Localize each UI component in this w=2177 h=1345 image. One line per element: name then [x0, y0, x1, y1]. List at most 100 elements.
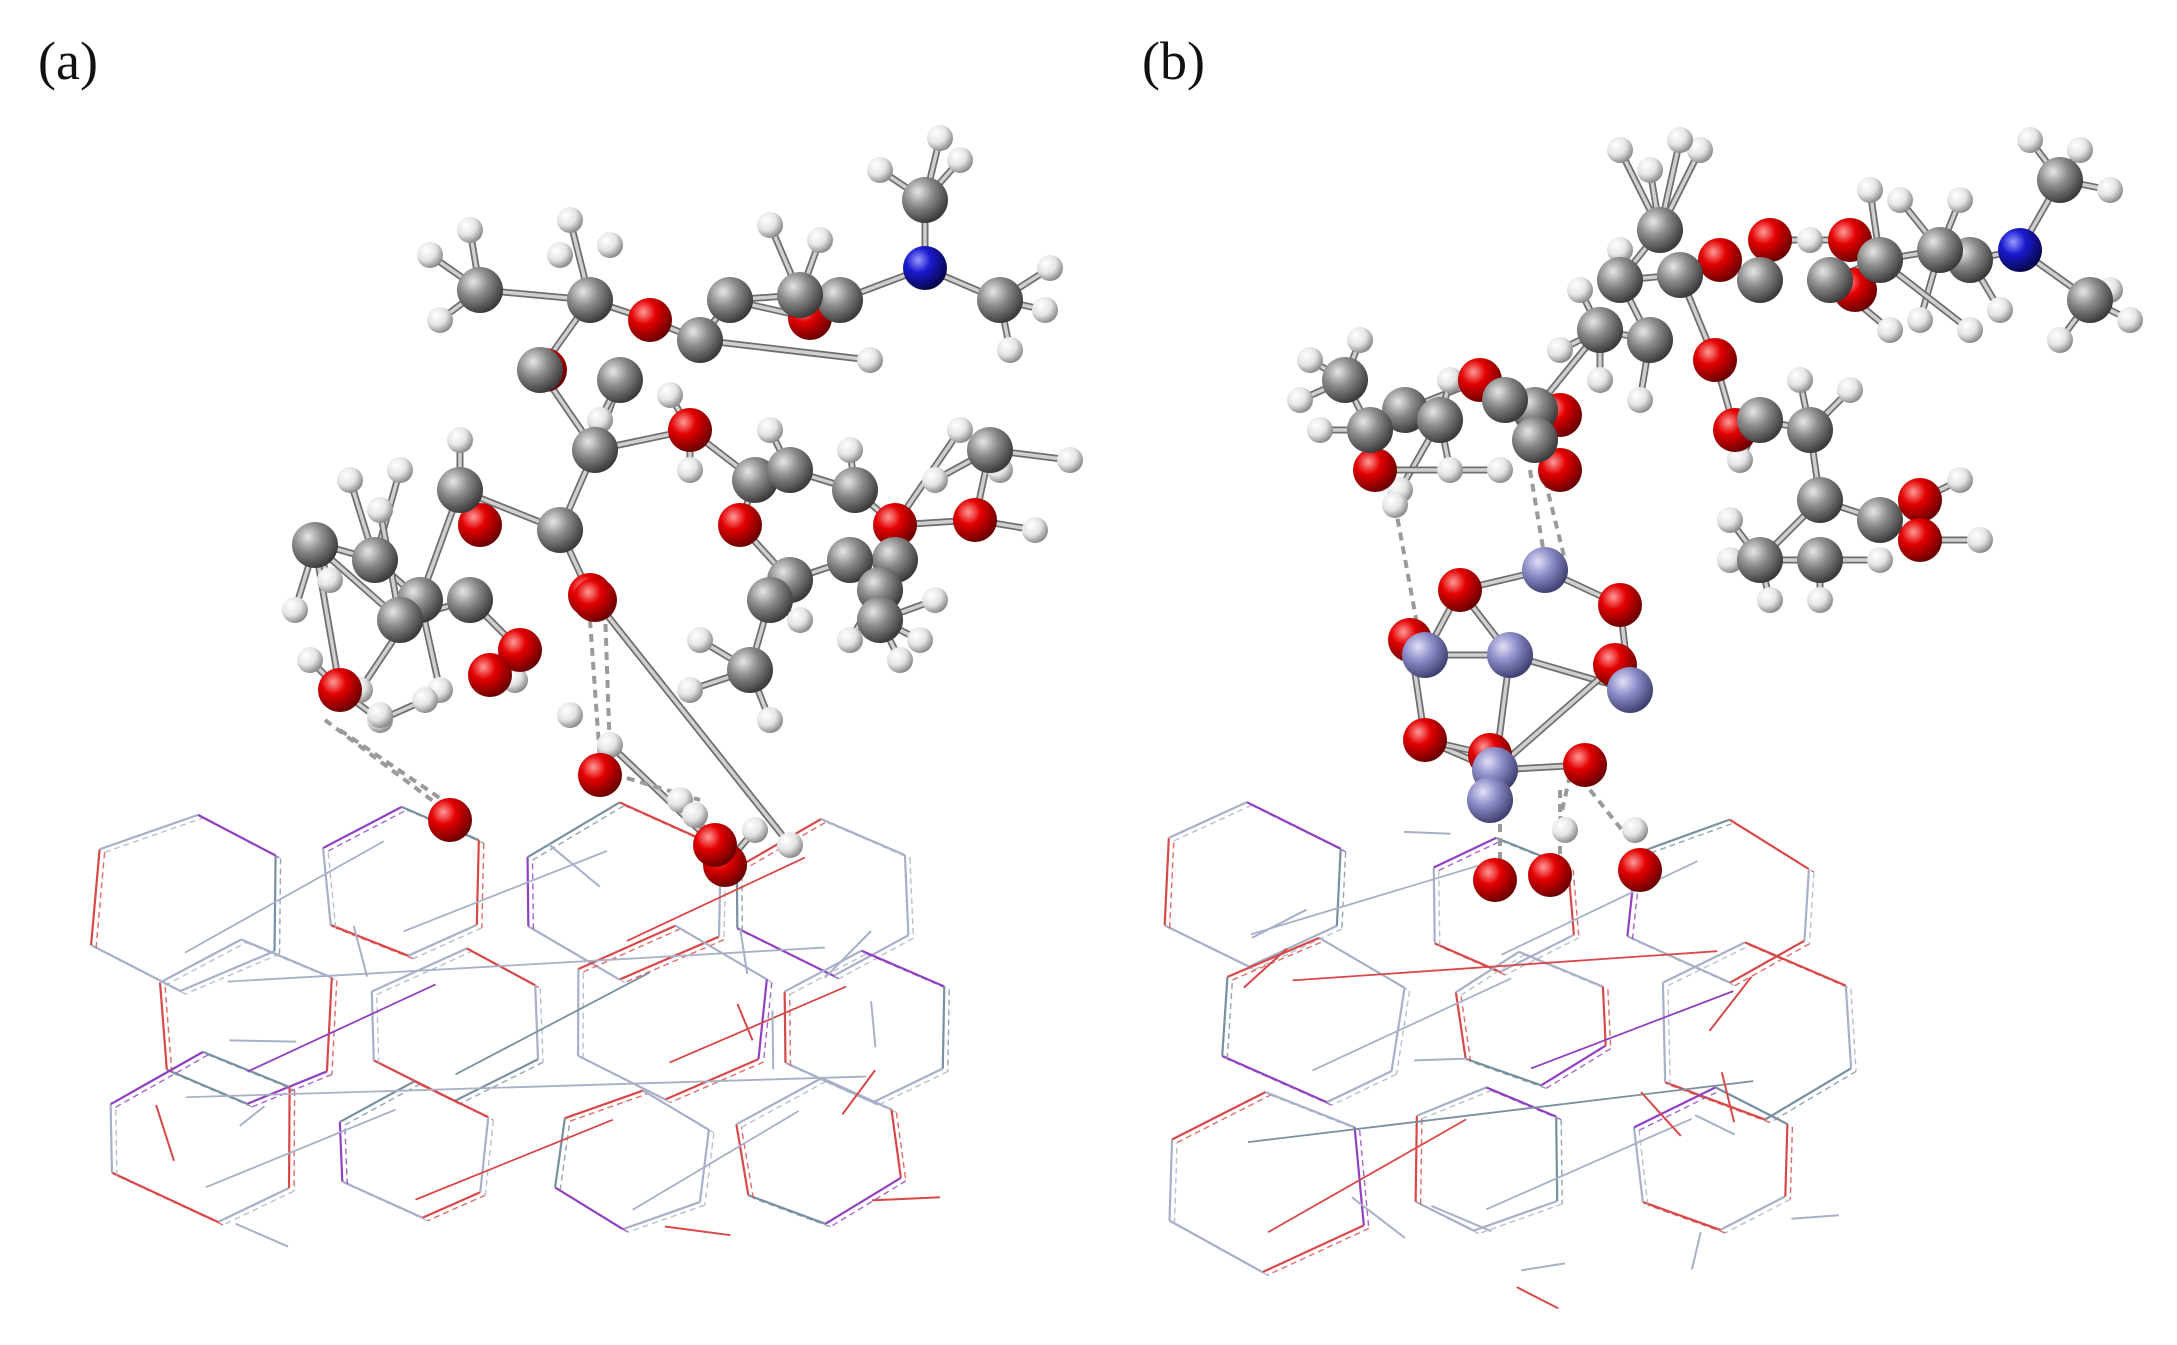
hydrogen-atom: [1967, 527, 1993, 553]
lattice-bond: [1789, 1127, 1794, 1200]
lattice-bond: [1518, 950, 1604, 988]
hydrogen-atom: [947, 147, 973, 173]
lattice-bond: [114, 1107, 118, 1176]
lattice-bond: [947, 989, 950, 1072]
lattice-bond: [1734, 822, 1815, 873]
hydrogen-atom: [2097, 177, 2123, 203]
hydrogen-atom: [1727, 447, 1753, 473]
oxygen-atom: [1693, 338, 1737, 382]
lattice-bond: [577, 924, 676, 970]
hydrogen-atom: [742, 817, 768, 843]
lattice-bond: [783, 991, 787, 1063]
carbon-atom: [352, 537, 398, 583]
hydrogen-atom: [1307, 417, 1333, 443]
hydrogen-atom: [777, 832, 803, 858]
hydrogen-atom: [282, 597, 308, 623]
carbon-atom: [1797, 477, 1843, 523]
lattice-bond: [1163, 837, 1170, 926]
carbon-atom: [1857, 497, 1903, 543]
hydrogen-bond: [323, 718, 447, 812]
lattice-bond: [1460, 954, 1525, 996]
hydrogen-atom: [1382, 492, 1408, 518]
lattice-bond: [484, 1120, 494, 1196]
lattice-bond: [109, 1104, 114, 1173]
lattice-bond: [619, 935, 720, 981]
carbon-atom: [437, 467, 483, 513]
hydrogen-atom: [547, 242, 573, 268]
lattice-bond: [422, 1191, 481, 1219]
lattice-bond: [1312, 977, 1512, 1072]
hydrogen-bond: [603, 609, 612, 756]
lattice-bond: [1173, 1142, 1178, 1224]
bond: [608, 743, 717, 847]
oxygen-atom: [1538, 448, 1582, 492]
hydrogen-atom: [787, 607, 813, 633]
lattice-bond: [403, 850, 608, 933]
hydrogen-atom: [757, 212, 783, 238]
carbon-atom: [1382, 387, 1428, 433]
carbon-atom: [572, 427, 618, 473]
hydrogen-atom: [1837, 377, 1863, 403]
lattice-bond: [1632, 1127, 1644, 1203]
lattice-bond: [1636, 818, 1731, 855]
lattice-bond: [1572, 869, 1580, 938]
lattice-bond: [1267, 1118, 1467, 1233]
metal-atom: [1402, 632, 1448, 678]
carbon-atom: [292, 522, 338, 568]
lattice-bond: [1221, 1054, 1328, 1104]
lattice-bond: [582, 1058, 671, 1104]
lattice-bond: [735, 1124, 750, 1196]
lattice-bond: [197, 813, 277, 857]
oxygen-atom: [1698, 238, 1742, 282]
hydrogen-bond: [1393, 504, 1422, 641]
oxygen-atom: [1403, 718, 1447, 762]
hydrogen-atom: [557, 702, 583, 728]
hydrogen-atom: [1757, 587, 1783, 613]
lattice-bond: [339, 1080, 415, 1123]
lattice-bond: [1491, 1089, 1562, 1121]
lattice-bond: [1640, 1091, 1682, 1137]
lattice-bond: [1265, 1091, 1356, 1129]
carbon-atom: [1807, 257, 1853, 303]
lattice-bond: [559, 1189, 629, 1233]
lattice-bond: [1729, 939, 1806, 984]
hydrogen-atom: [1437, 457, 1463, 483]
hydrogen-atom: [597, 732, 623, 758]
lattice-bond: [784, 949, 863, 993]
carbon-atom: [567, 277, 613, 323]
nitrogen-atom: [1998, 228, 2042, 272]
lattice-bond: [735, 1077, 823, 1126]
hydrogen-atom: [1887, 187, 1913, 213]
lattice-bond: [870, 1001, 877, 1048]
hydrogen-atom: [997, 337, 1023, 363]
lattice-bond: [1270, 1094, 1360, 1131]
lattice-bond: [1516, 1286, 1559, 1310]
lattice-bond: [1521, 1262, 1566, 1272]
lattice-bond: [895, 1112, 907, 1181]
carbon-atom: [1857, 237, 1903, 283]
hydrogen-atom: [2017, 127, 2043, 153]
lattice-bond: [1694, 1114, 1736, 1136]
lattice-bond: [1478, 1203, 1563, 1235]
lattice-bond: [1353, 1127, 1365, 1226]
lattice-bond: [407, 923, 478, 957]
carbon-atom: [1512, 417, 1558, 463]
hydrogen-atom: [1287, 387, 1313, 413]
lattice-bond: [155, 1104, 175, 1162]
hydrogen-atom: [387, 457, 413, 483]
lattice-bond: [824, 1176, 902, 1225]
hydrogen-atom: [927, 125, 953, 151]
lattice-bond: [287, 1087, 291, 1188]
hydrogen-atom: [677, 457, 703, 483]
hydrogen-atom: [1687, 137, 1713, 163]
lattice-bond: [459, 1061, 544, 1105]
hydrogen-atom: [687, 627, 713, 653]
lattice-bond: [741, 821, 827, 872]
lattice-bond: [532, 804, 625, 861]
lattice-bond: [235, 1222, 289, 1248]
hydrogen-atom: [857, 347, 883, 373]
lattice-bond: [471, 950, 541, 989]
hydrogen-atom: [1297, 347, 1323, 373]
lattice-bond: [455, 971, 650, 1076]
lattice-bond: [227, 946, 825, 983]
